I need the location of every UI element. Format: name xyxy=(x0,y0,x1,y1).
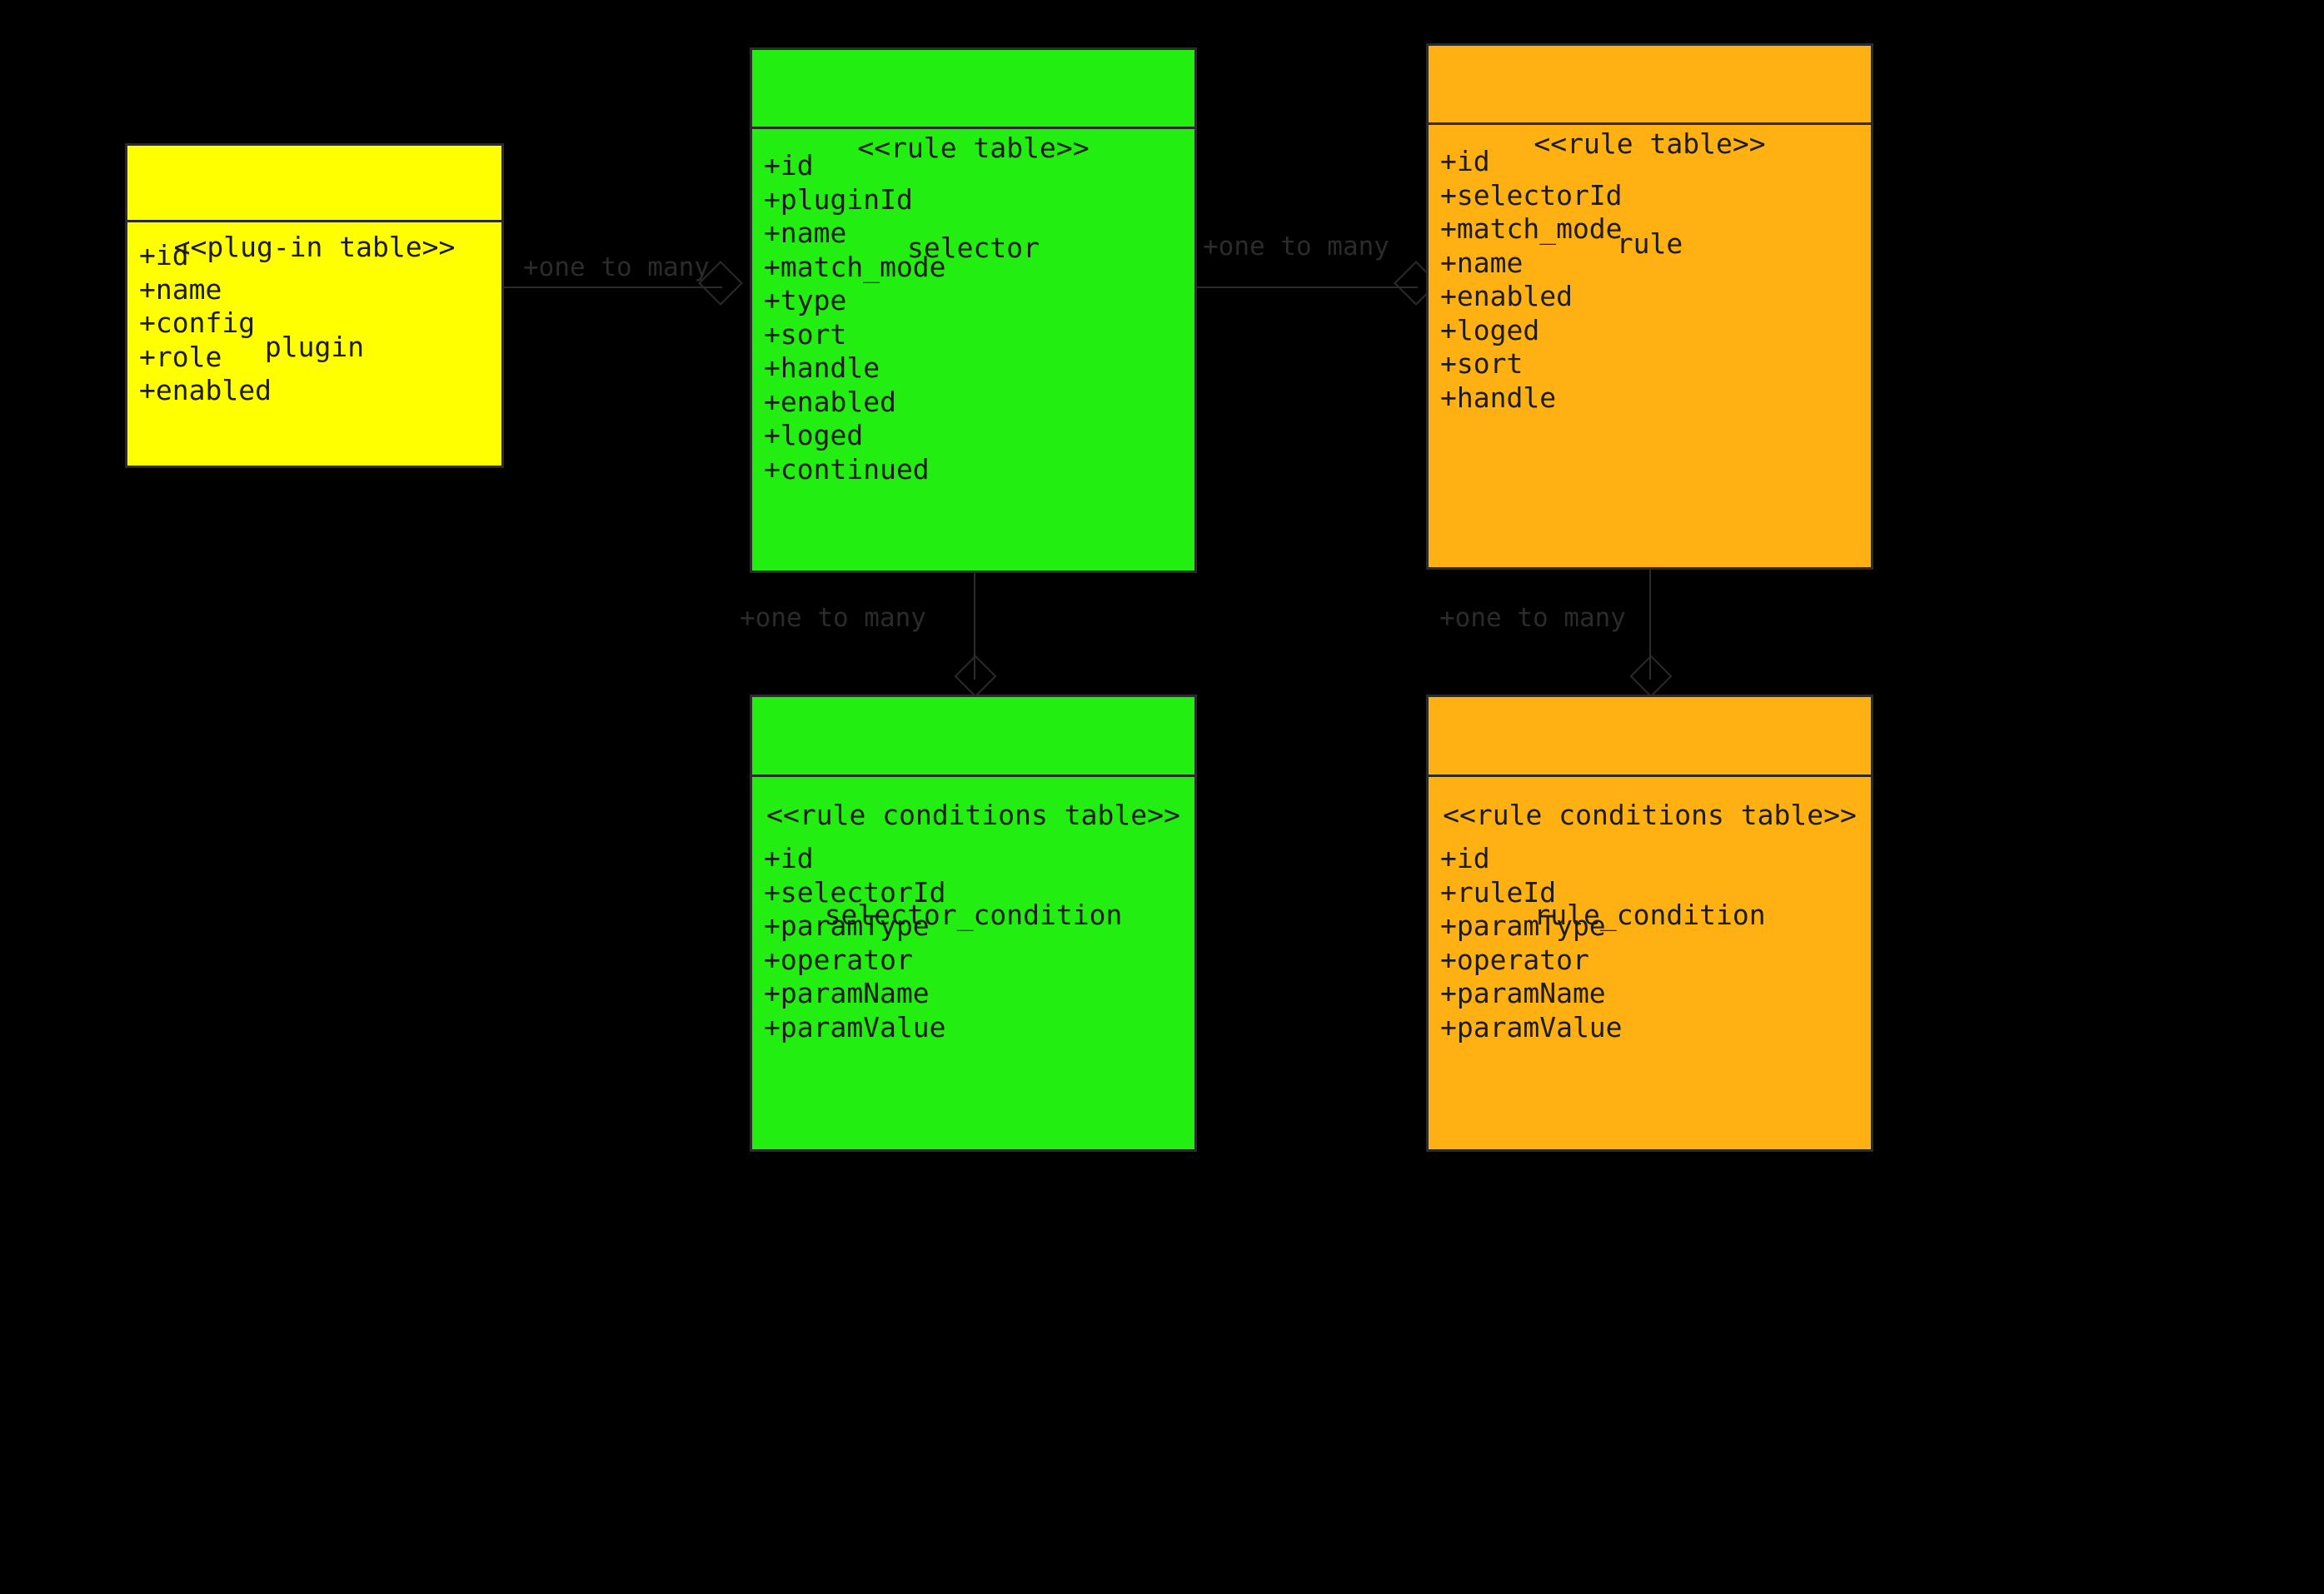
class-stereotype-rule: <<rule table>> xyxy=(1534,127,1766,160)
edge-label-selector-selector-condition: +one to many xyxy=(740,603,926,633)
class-name-rule: rule xyxy=(1616,227,1683,260)
class-box-selector-condition[interactable]: <<rule conditions table>> selector_condi… xyxy=(750,695,1197,1152)
edge-label-selector-rule: +one to many xyxy=(1203,232,1389,262)
class-header-plugin: <<plug-in table>> plugin xyxy=(127,146,501,363)
class-attributes-rule-condition: +id +ruleId +paramType +operator +paramN… xyxy=(1440,842,1623,1044)
class-stereotype-selector-condition: <<rule conditions table>> xyxy=(766,799,1180,831)
edge-rule-to-rule-condition xyxy=(1649,570,1651,680)
class-header-selector-condition: <<rule conditions table>> selector_condi… xyxy=(752,697,1194,931)
class-name-plugin: plugin xyxy=(264,331,365,363)
edge-label-plugin-selector: +one to many xyxy=(523,252,710,282)
class-name-selector: selector xyxy=(907,232,1040,264)
edge-plugin-to-selector xyxy=(504,286,722,288)
class-stereotype-plugin: <<plug-in table>> xyxy=(173,231,456,263)
class-stereotype-rule-condition: <<rule conditions table>> xyxy=(1443,799,1857,831)
class-name-selector-condition: selector_condition xyxy=(824,899,1123,931)
class-name-rule-condition: rule_condition xyxy=(1534,899,1766,931)
class-box-plugin[interactable]: <<plug-in table>> plugin +id +name +conf… xyxy=(125,143,504,468)
class-box-rule[interactable]: <<rule table>> rule +id +selectorId +mat… xyxy=(1426,43,1873,570)
class-stereotype-selector: <<rule table>> xyxy=(857,132,1090,164)
edge-label-rule-rule-condition: +one to many xyxy=(1439,603,1626,633)
aggregation-diamond-rule-rule-condition xyxy=(1629,655,1673,698)
class-header-rule: <<rule table>> rule xyxy=(1429,46,1871,260)
class-box-rule-condition[interactable]: <<rule conditions table>> rule_condition… xyxy=(1426,695,1873,1152)
class-attributes-selector-condition: +id +selectorId +paramType +operator +pa… xyxy=(764,842,946,1044)
class-box-selector[interactable]: <<rule table>> selector +id +pluginId +n… xyxy=(750,47,1197,573)
class-attributes-rule: +id +selectorId +match_mode +name +enabl… xyxy=(1440,145,1623,414)
class-header-rule-condition: <<rule conditions table>> rule_condition xyxy=(1429,697,1871,931)
class-attributes-selector: +id +pluginId +name +match_mode +type +s… xyxy=(764,149,946,486)
edge-selector-to-rule xyxy=(1197,286,1418,288)
aggregation-diamond-selector-selector-condition xyxy=(954,655,997,698)
class-header-selector: <<rule table>> selector xyxy=(752,50,1194,264)
class-attributes-plugin: +id +name +config +role +enabled xyxy=(139,239,272,406)
edge-selector-to-selector-condition xyxy=(974,573,975,680)
